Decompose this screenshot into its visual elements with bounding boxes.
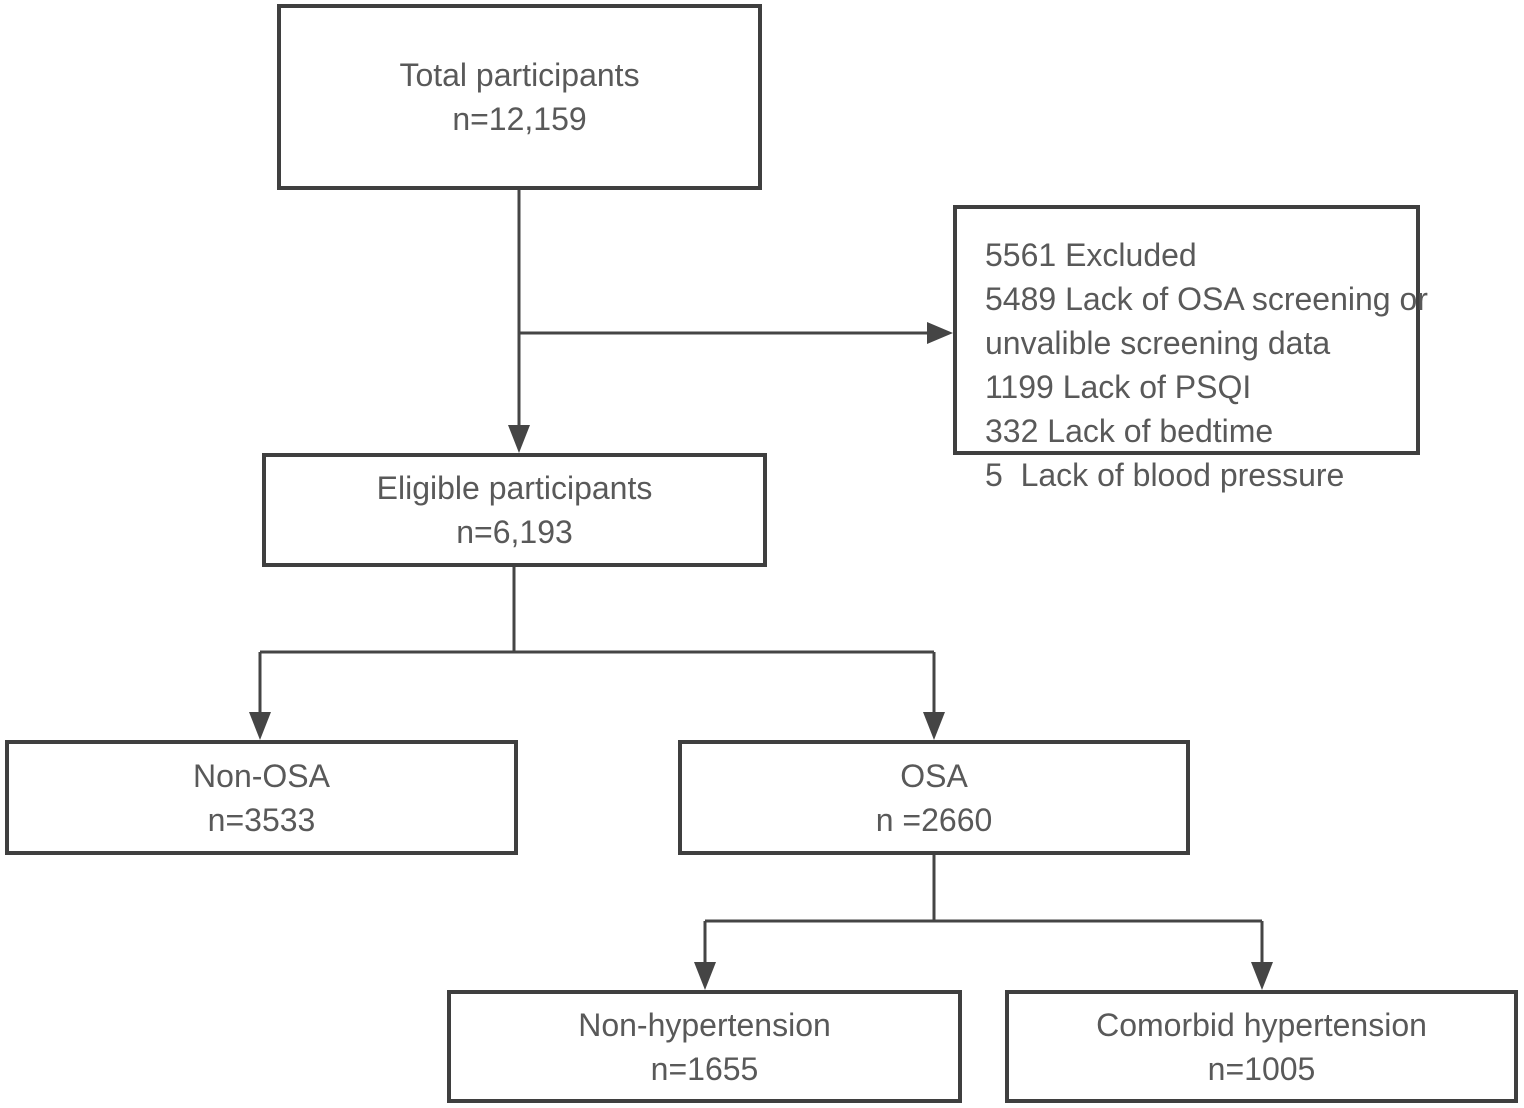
box-non-hypertension-count: n=1655 [650, 1050, 759, 1087]
box-comorbid-hypertension-count: n=1005 [1207, 1050, 1316, 1087]
excluded-line-psqi: 1199 Lack of PSQI [985, 369, 1252, 405]
box-eligible-participants: Eligible participants n=6,193 [262, 453, 767, 567]
arrowhead-osa [923, 712, 945, 740]
box-total-participants-count: n=12,159 [452, 101, 587, 137]
arrowhead-eligible [508, 425, 530, 453]
connector-eligible-split [258, 567, 936, 716]
box-comorbid-hypertension: Comorbid hypertension n=1005 [1005, 990, 1518, 1103]
excluded-line-osa-screening: 5489 Lack of OSA screening or [985, 281, 1428, 317]
box-non-hypertension-label: Non-hypertension [578, 1006, 831, 1043]
excluded-line-blood-pressure: 5 Lack of blood pressure [985, 457, 1345, 493]
box-non-hypertension: Non-hypertension n=1655 [447, 990, 962, 1103]
box-comorbid-hypertension-label: Comorbid hypertension [1096, 1006, 1427, 1043]
box-total-participants-label: Total participants [399, 57, 640, 93]
box-osa-label: OSA [900, 757, 968, 794]
box-non-osa-count: n=3533 [207, 801, 316, 838]
arrowhead-non-hypertension [694, 962, 716, 990]
box-osa: OSA n =2660 [678, 740, 1190, 855]
box-total-participants: Total participants n=12,159 [277, 4, 762, 190]
excluded-line-osa-screening-cont: unvalible screening data [985, 325, 1331, 361]
connector-osa-split [703, 855, 1264, 965]
box-excluded: 5561 Excluded 5489 Lack of OSA screening… [953, 205, 1428, 493]
arrowhead-non-osa [249, 712, 271, 740]
arrowhead-excluded [927, 322, 953, 344]
arrowhead-comorbid-hypertension [1251, 962, 1273, 990]
excluded-line-total: 5561 Excluded [985, 237, 1197, 273]
box-non-osa: Non-OSA n=3533 [5, 740, 518, 855]
excluded-line-bedtime: 332 Lack of bedtime [985, 413, 1274, 449]
box-osa-count: n =2660 [875, 801, 993, 838]
box-eligible-participants-count: n=6,193 [456, 514, 573, 550]
box-non-osa-label: Non-OSA [193, 757, 330, 794]
box-eligible-participants-label: Eligible participants [376, 470, 653, 506]
